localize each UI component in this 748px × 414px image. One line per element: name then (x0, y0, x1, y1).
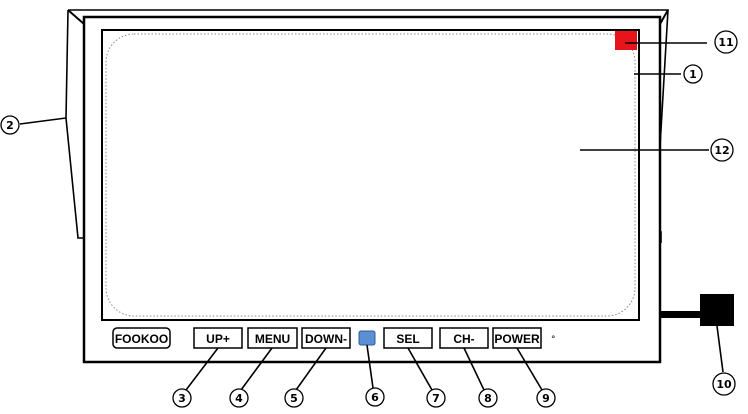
callout-11-text: 11 (718, 36, 733, 49)
callout-5: 5 (284, 388, 304, 408)
button-power[interactable]: POWER (492, 327, 542, 349)
button-sel[interactable]: SEL (383, 327, 433, 349)
power-dot: ° (551, 335, 556, 345)
screen-display (105, 33, 636, 317)
button-menu-label: MENU (255, 332, 290, 346)
callout-8: 8 (478, 388, 498, 408)
callout-12-text: 12 (714, 144, 729, 157)
callout-5-text: 5 (290, 392, 298, 405)
indicator-led (358, 330, 376, 346)
button-power-label: POWER (494, 332, 540, 346)
button-sel-label: SEL (396, 332, 419, 346)
button-up[interactable]: UP+ (193, 327, 243, 349)
cable-connector (660, 294, 734, 326)
callout-11: 11 (714, 30, 738, 54)
callout-4-text: 4 (235, 392, 243, 405)
callout-8-text: 8 (484, 392, 492, 405)
callout-4: 4 (229, 388, 249, 408)
callout-9: 9 (536, 388, 556, 408)
callout-6: 6 (365, 387, 385, 407)
callout-3-text: 3 (178, 392, 186, 405)
callout-12: 12 (710, 138, 734, 162)
button-up-label: UP+ (206, 332, 230, 346)
leader-lines (19, 42, 724, 391)
button-ch[interactable]: CH- (439, 327, 489, 349)
callout-10: 10 (712, 372, 736, 396)
callout-1-text: 1 (689, 68, 697, 81)
button-ch-label: CH- (453, 332, 474, 346)
callout-9-text: 9 (542, 392, 550, 405)
brand-label: FOOKOO (115, 332, 168, 346)
callout-6-text: 6 (371, 391, 379, 404)
callout-7: 7 (426, 388, 446, 408)
callout-3: 3 (172, 388, 192, 408)
callout-1: 1 (683, 64, 703, 84)
callout-10-text: 10 (716, 378, 732, 391)
button-menu[interactable]: MENU (247, 327, 298, 349)
red-marker (615, 31, 637, 50)
callout-2: 2 (0, 115, 20, 135)
brand-badge: FOOKOO (112, 327, 171, 349)
button-down-label: DOWN- (305, 332, 347, 346)
callout-7-text: 7 (432, 392, 440, 405)
button-down[interactable]: DOWN- (301, 327, 351, 349)
callout-2-text: 2 (6, 119, 14, 132)
